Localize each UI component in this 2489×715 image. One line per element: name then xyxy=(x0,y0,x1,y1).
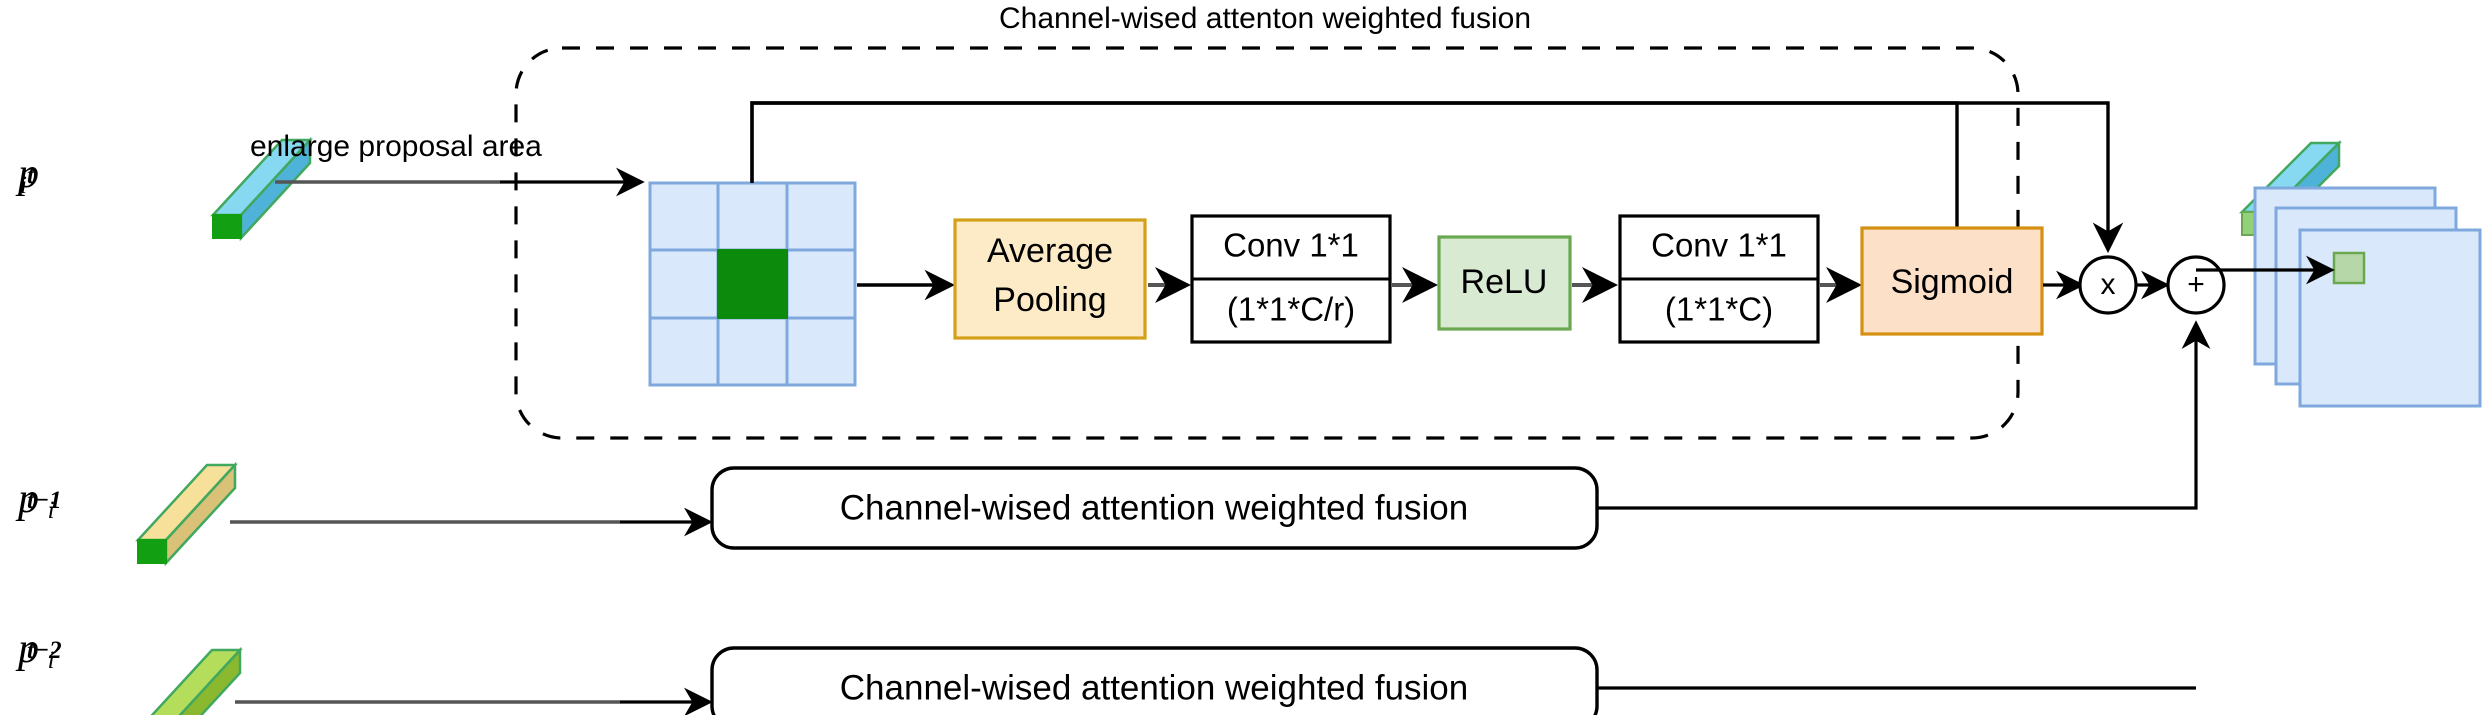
conv-reduce-label-line2: (1*1*C/r) xyxy=(1227,291,1355,328)
output-feature-map-stack xyxy=(2253,186,2482,408)
skip-connection-corrected xyxy=(750,101,2124,254)
enlarge-proposal-annotation: enlarge proposal area xyxy=(250,130,542,163)
block-conv-expand[interactable]: Conv 1*1 (1*1*C) xyxy=(1618,214,1820,344)
bar-t1-end-cap xyxy=(137,539,167,564)
grid-center-cell xyxy=(717,249,788,319)
conv-reduce-label-line1: Conv 1*1 xyxy=(1223,227,1359,264)
label-p-t-2-sup: t−2 xyxy=(27,636,62,664)
average-pooling-label-line1: Average xyxy=(987,232,1113,270)
label-p-t-2-base: p xyxy=(18,626,39,672)
fusion-box-2-label: Channel-wised attention weighted fusion xyxy=(840,668,1468,707)
average-pooling-label-line2: Pooling xyxy=(993,281,1106,319)
block-average-pooling[interactable]: Average Pooling xyxy=(953,218,1147,340)
path-fusion1-to-add xyxy=(1597,320,2211,510)
fusion-box-1[interactable]: Channel-wised attention weighted fusion xyxy=(710,466,1599,550)
operator-add[interactable]: + xyxy=(2166,255,2226,315)
fusion-box-1-label: Channel-wised attention weighted fusion xyxy=(840,488,1468,527)
operator-multiply[interactable]: x xyxy=(2078,255,2138,315)
block-sigmoid[interactable]: Sigmoid xyxy=(1860,226,2044,336)
attention-module-dashed-border xyxy=(514,46,2020,440)
label-p-t-sup: t xyxy=(27,161,34,189)
label-p-t-1-sub: i xyxy=(47,497,55,525)
conv-expand-label-line1: Conv 1*1 xyxy=(1651,227,1787,264)
block-relu[interactable]: ReLU xyxy=(1437,235,1572,331)
relu-box[interactable] xyxy=(1437,235,1572,331)
conv-expand-label-line2: (1*1*C) xyxy=(1665,291,1773,328)
sigmoid-box[interactable] xyxy=(1860,226,2044,336)
sigmoid-label: Sigmoid xyxy=(1891,263,2014,301)
add-symbol: + xyxy=(2187,268,2205,301)
label-p-t-1: pt−1i xyxy=(18,475,81,525)
fusion-box-2[interactable]: Channel-wised attention weighted fusion xyxy=(710,646,1599,715)
block-conv-reduce[interactable]: Conv 1*1 (1*1*C/r) xyxy=(1190,214,1392,344)
label-p-t-base: p xyxy=(18,151,39,197)
label-p-t-1-base: p xyxy=(18,476,39,522)
bar-t-end-cap xyxy=(212,214,242,239)
input-bar-p-t-1 xyxy=(135,461,238,567)
label-p-t-2: pt−2i xyxy=(18,625,81,675)
feature-map-front xyxy=(2298,228,2482,408)
input-bar-p-t xyxy=(210,136,313,242)
label-p-t: pti xyxy=(18,150,53,200)
label-p-t-2-sub: i xyxy=(47,647,55,675)
relu-label: ReLU xyxy=(1461,263,1548,301)
multiply-symbol: x xyxy=(2101,268,2116,301)
diagram-title: Channel-wised attenton weighted fusion xyxy=(999,2,1531,35)
bar-t2-side-face xyxy=(178,646,242,715)
label-p-t-sub: i xyxy=(19,172,27,200)
label-p-t-1-sup: t−1 xyxy=(27,486,62,514)
feature-map-target-marker xyxy=(2332,251,2366,285)
input-bar-p-t-2 xyxy=(150,646,243,715)
multiply-circle[interactable] xyxy=(2078,255,2138,315)
proposal-grid xyxy=(648,181,857,387)
average-pooling-box[interactable] xyxy=(953,218,1147,340)
